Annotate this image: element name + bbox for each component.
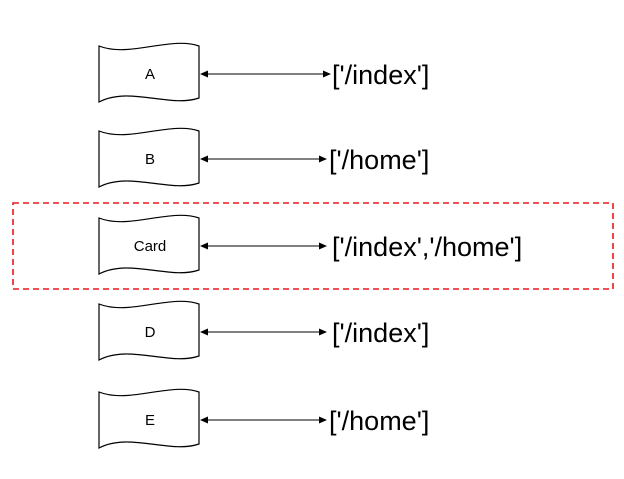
routes-text-card: ['/index','/home']: [332, 232, 522, 262]
node-label-e: E: [145, 412, 155, 429]
node-row-b: B ['/home']: [98, 127, 429, 188]
routes-text-b: ['/home']: [329, 145, 429, 175]
routes-text-d: ['/index']: [332, 318, 429, 348]
node-row-d: D ['/index']: [98, 300, 429, 361]
node-label-d: D: [145, 324, 156, 341]
arrowhead-left-a: [200, 70, 208, 78]
arrowhead-right-b: [319, 155, 327, 163]
arrowhead-right-e: [319, 416, 327, 424]
arrowhead-left-e: [200, 416, 208, 424]
routes-text-e: ['/home']: [329, 406, 429, 436]
document-shape-e: [98, 388, 200, 449]
arrowhead-right-d: [319, 328, 327, 336]
arrowhead-right-card: [319, 242, 327, 250]
node-label-b: B: [145, 151, 155, 168]
node-label-a: A: [145, 66, 155, 83]
node-row-a: A ['/index']: [98, 42, 429, 103]
node-label-card: Card: [134, 238, 167, 255]
node-row-card: Card ['/index','/home']: [98, 214, 522, 275]
node-row-e: E ['/home']: [98, 388, 429, 449]
arrowhead-right-a: [323, 70, 331, 78]
arrowhead-left-d: [200, 328, 208, 336]
document-shape-b: [98, 127, 200, 188]
document-shape-a: [98, 42, 200, 103]
highlight-dashed-box: [12, 202, 614, 290]
arrowhead-left-b: [200, 155, 208, 163]
document-shape-card: [98, 214, 200, 275]
routes-text-a: ['/index']: [332, 60, 429, 90]
arrowhead-left-card: [200, 242, 208, 250]
document-shape-d: [98, 300, 200, 361]
